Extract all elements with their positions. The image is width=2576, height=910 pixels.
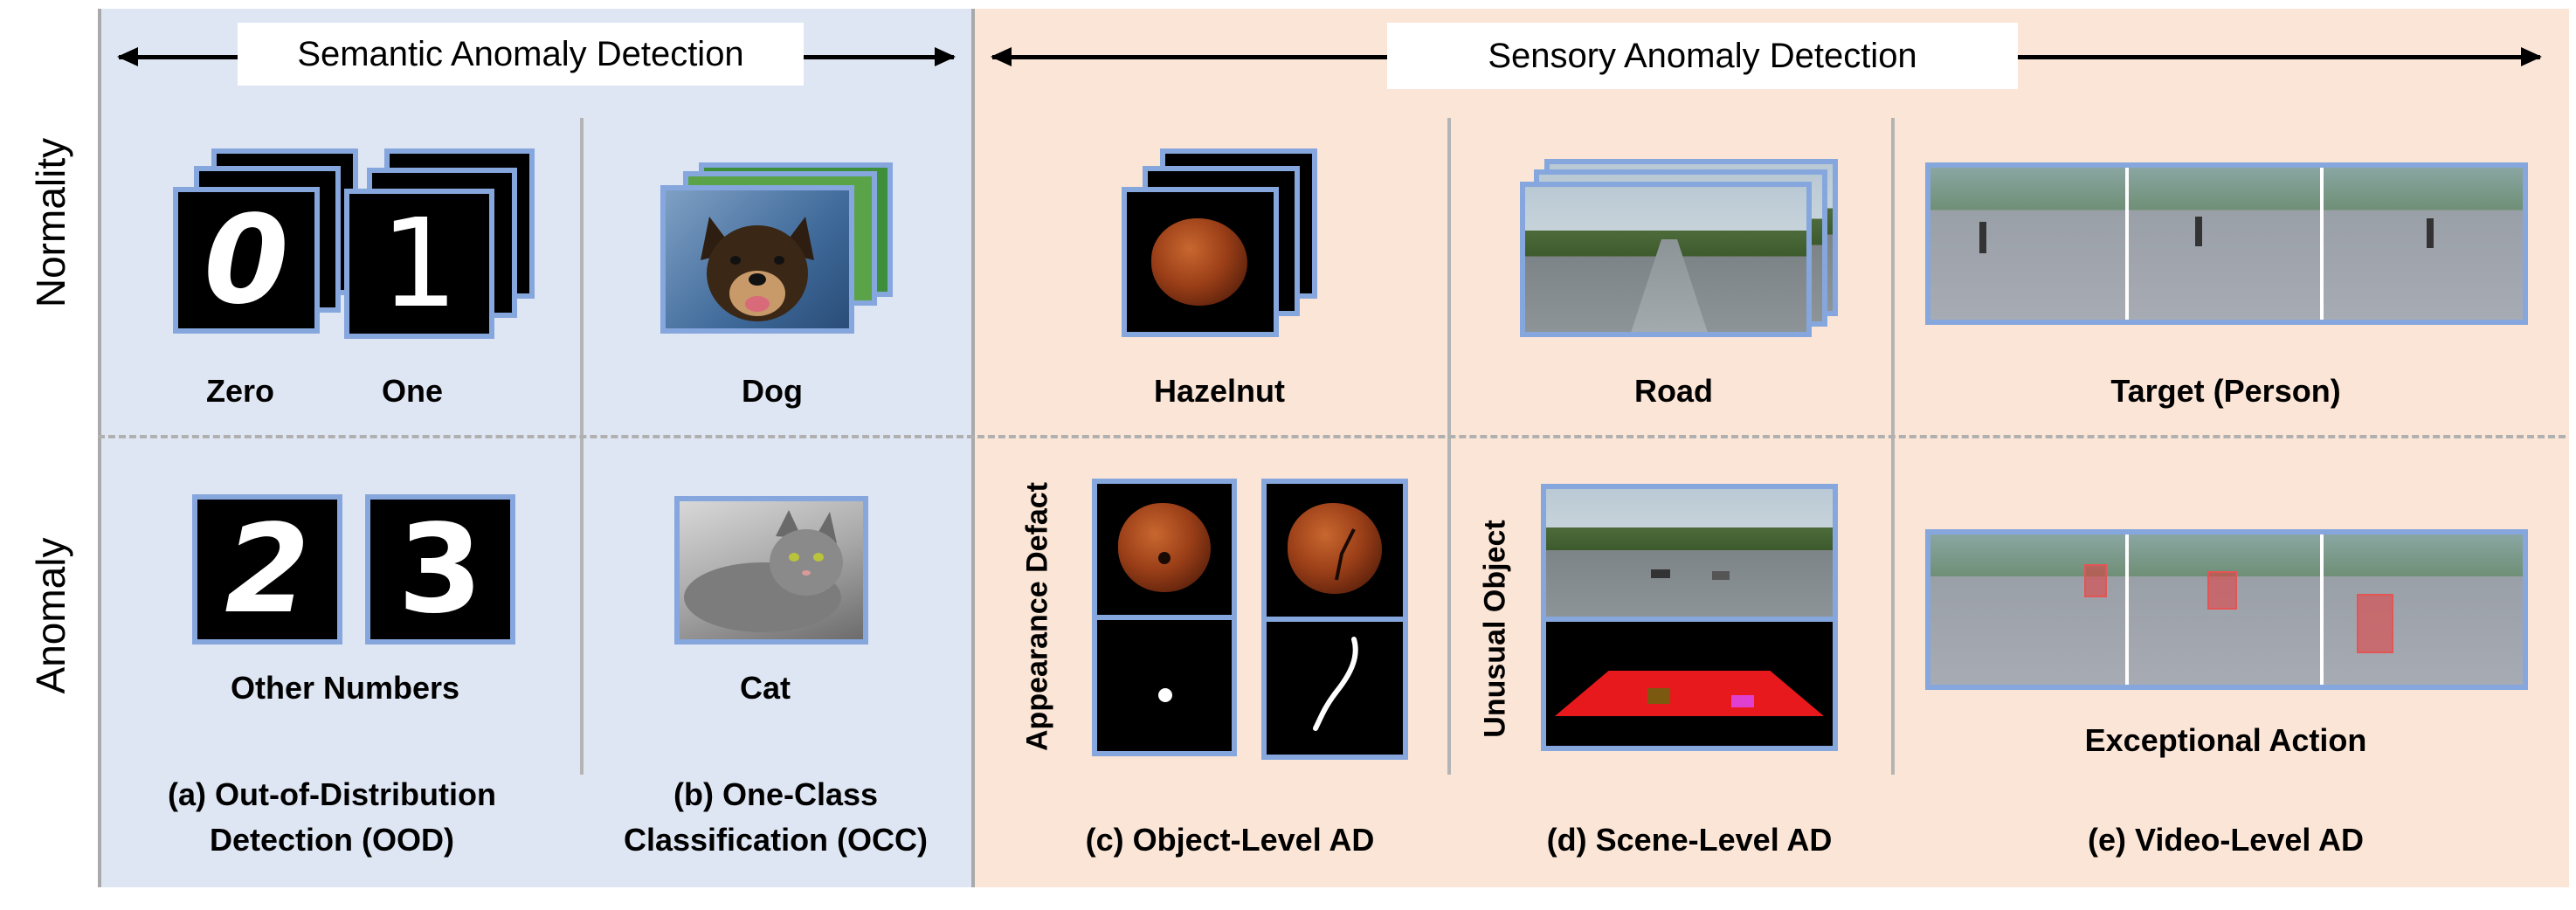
- video-anomaly-strip: [1925, 529, 2528, 690]
- video-anomaly-frame-1: [1930, 534, 2125, 685]
- digit-zero-image: 0: [173, 187, 320, 334]
- hazelnut-defect-hole-shape: [1118, 503, 1211, 592]
- hazelnut-defect-crack-image: [1261, 479, 1408, 760]
- caption-b-line2: Classification (OCC): [623, 822, 929, 858]
- label-dog: Dog: [742, 373, 803, 409]
- caption-a-line1: (a) Out-of-Distribution: [168, 776, 496, 812]
- cat-icon: [684, 510, 843, 632]
- label-appearance-defect: Appearance Defact: [1020, 481, 1054, 752]
- hazelnut-shape: [1151, 218, 1247, 306]
- label-hazelnut: Hazelnut: [1153, 373, 1286, 409]
- person-3: [2427, 218, 2434, 248]
- sensory-header: Sensory Anomaly Detection: [1387, 23, 2018, 89]
- hazelnut-defect-crack-shape: [1288, 503, 1382, 594]
- sensory-arrow-left: [991, 47, 1391, 66]
- cat-image: [674, 496, 868, 645]
- digit-one-glyph: 1: [380, 192, 459, 335]
- digit-three-glyph: 3: [397, 498, 483, 641]
- label-other-numbers: Other Numbers: [230, 670, 460, 706]
- mask-separator-2: [1267, 617, 1403, 622]
- row-label-anomaly: Anomaly: [28, 537, 73, 694]
- caption-d: (d) Scene-Level AD: [1546, 822, 1833, 858]
- label-cat: Cat: [739, 670, 791, 706]
- mask-hole-spot: [1158, 688, 1172, 702]
- road-anomaly-photo: [1546, 489, 1833, 617]
- semantic-arrow-right: [802, 47, 956, 66]
- hazelnut-defect-hole-image: [1092, 479, 1237, 756]
- row-label-normality: Normality: [28, 137, 73, 308]
- divider-scene-video: [1891, 118, 1895, 775]
- hazelnut-hole-mark: [1158, 552, 1171, 564]
- dog-image: [660, 185, 854, 334]
- video-anomaly-frame-2: [2129, 534, 2320, 685]
- mask-crack: [1313, 637, 1358, 731]
- semantic-arrow-left: [117, 47, 241, 66]
- road-mask-object-2: [1731, 695, 1754, 707]
- frame-gap-4: [2320, 534, 2324, 685]
- video-normal-frame-2: [2129, 168, 2320, 320]
- video-normal-strip: [1925, 162, 2528, 325]
- person-1: [1979, 222, 1986, 253]
- road-mask-separator: [1546, 617, 1833, 622]
- digit-one-image: 1: [344, 189, 494, 339]
- anomaly-box-3: [2357, 594, 2393, 653]
- road-object-1: [1651, 569, 1670, 578]
- divider-object-scene: [1447, 118, 1451, 775]
- semantic-panel: [98, 9, 975, 887]
- divider-ood-occ: [580, 118, 584, 775]
- caption-a-line2: Detection (OOD): [209, 822, 455, 858]
- digit-two-image: 2: [192, 494, 342, 645]
- hazelnut-image: [1122, 187, 1279, 337]
- label-exceptional-action: Exceptional Action: [2084, 722, 2367, 758]
- road-mask-region: [1555, 671, 1824, 716]
- video-normal-frame-1: [1930, 168, 2125, 320]
- anomaly-box-2: [2207, 571, 2237, 610]
- road-anomaly-image: [1541, 484, 1838, 751]
- digit-three-image: 3: [365, 494, 515, 645]
- row-divider: [98, 435, 2566, 438]
- frame-gap-3: [2125, 534, 2129, 685]
- sensory-arrow-right: [2016, 47, 2542, 66]
- road-mask-object-1: [1647, 688, 1670, 704]
- caption-e: (e) Video-Level AD: [2087, 822, 2365, 858]
- mask-separator: [1097, 615, 1232, 620]
- semantic-header: Semantic Anomaly Detection: [238, 23, 804, 86]
- label-road: Road: [1634, 373, 1713, 409]
- label-target-person: Target (Person): [2110, 373, 2341, 409]
- road-object-2: [1712, 571, 1730, 580]
- digit-zero-glyph: 0: [204, 189, 289, 332]
- digit-two-glyph: 2: [224, 498, 310, 641]
- road-image: [1520, 182, 1812, 337]
- label-zero: Zero: [205, 373, 275, 409]
- crack-mark: [1335, 528, 1356, 581]
- road-lane: [1630, 239, 1709, 332]
- label-unusual-object: Unusual Object: [1478, 520, 1512, 738]
- frame-gap-1: [2125, 168, 2129, 320]
- person-2: [2195, 217, 2202, 246]
- dog-icon: [701, 217, 814, 321]
- label-one: One: [381, 373, 444, 409]
- video-normal-frame-3: [2324, 168, 2523, 320]
- caption-c: (c) Object-Level AD: [1085, 822, 1375, 858]
- frame-gap-2: [2320, 168, 2324, 320]
- caption-b-line1: (b) One-Class: [673, 776, 879, 812]
- video-anomaly-frame-3: [2324, 534, 2523, 685]
- anomaly-box-1: [2084, 564, 2107, 597]
